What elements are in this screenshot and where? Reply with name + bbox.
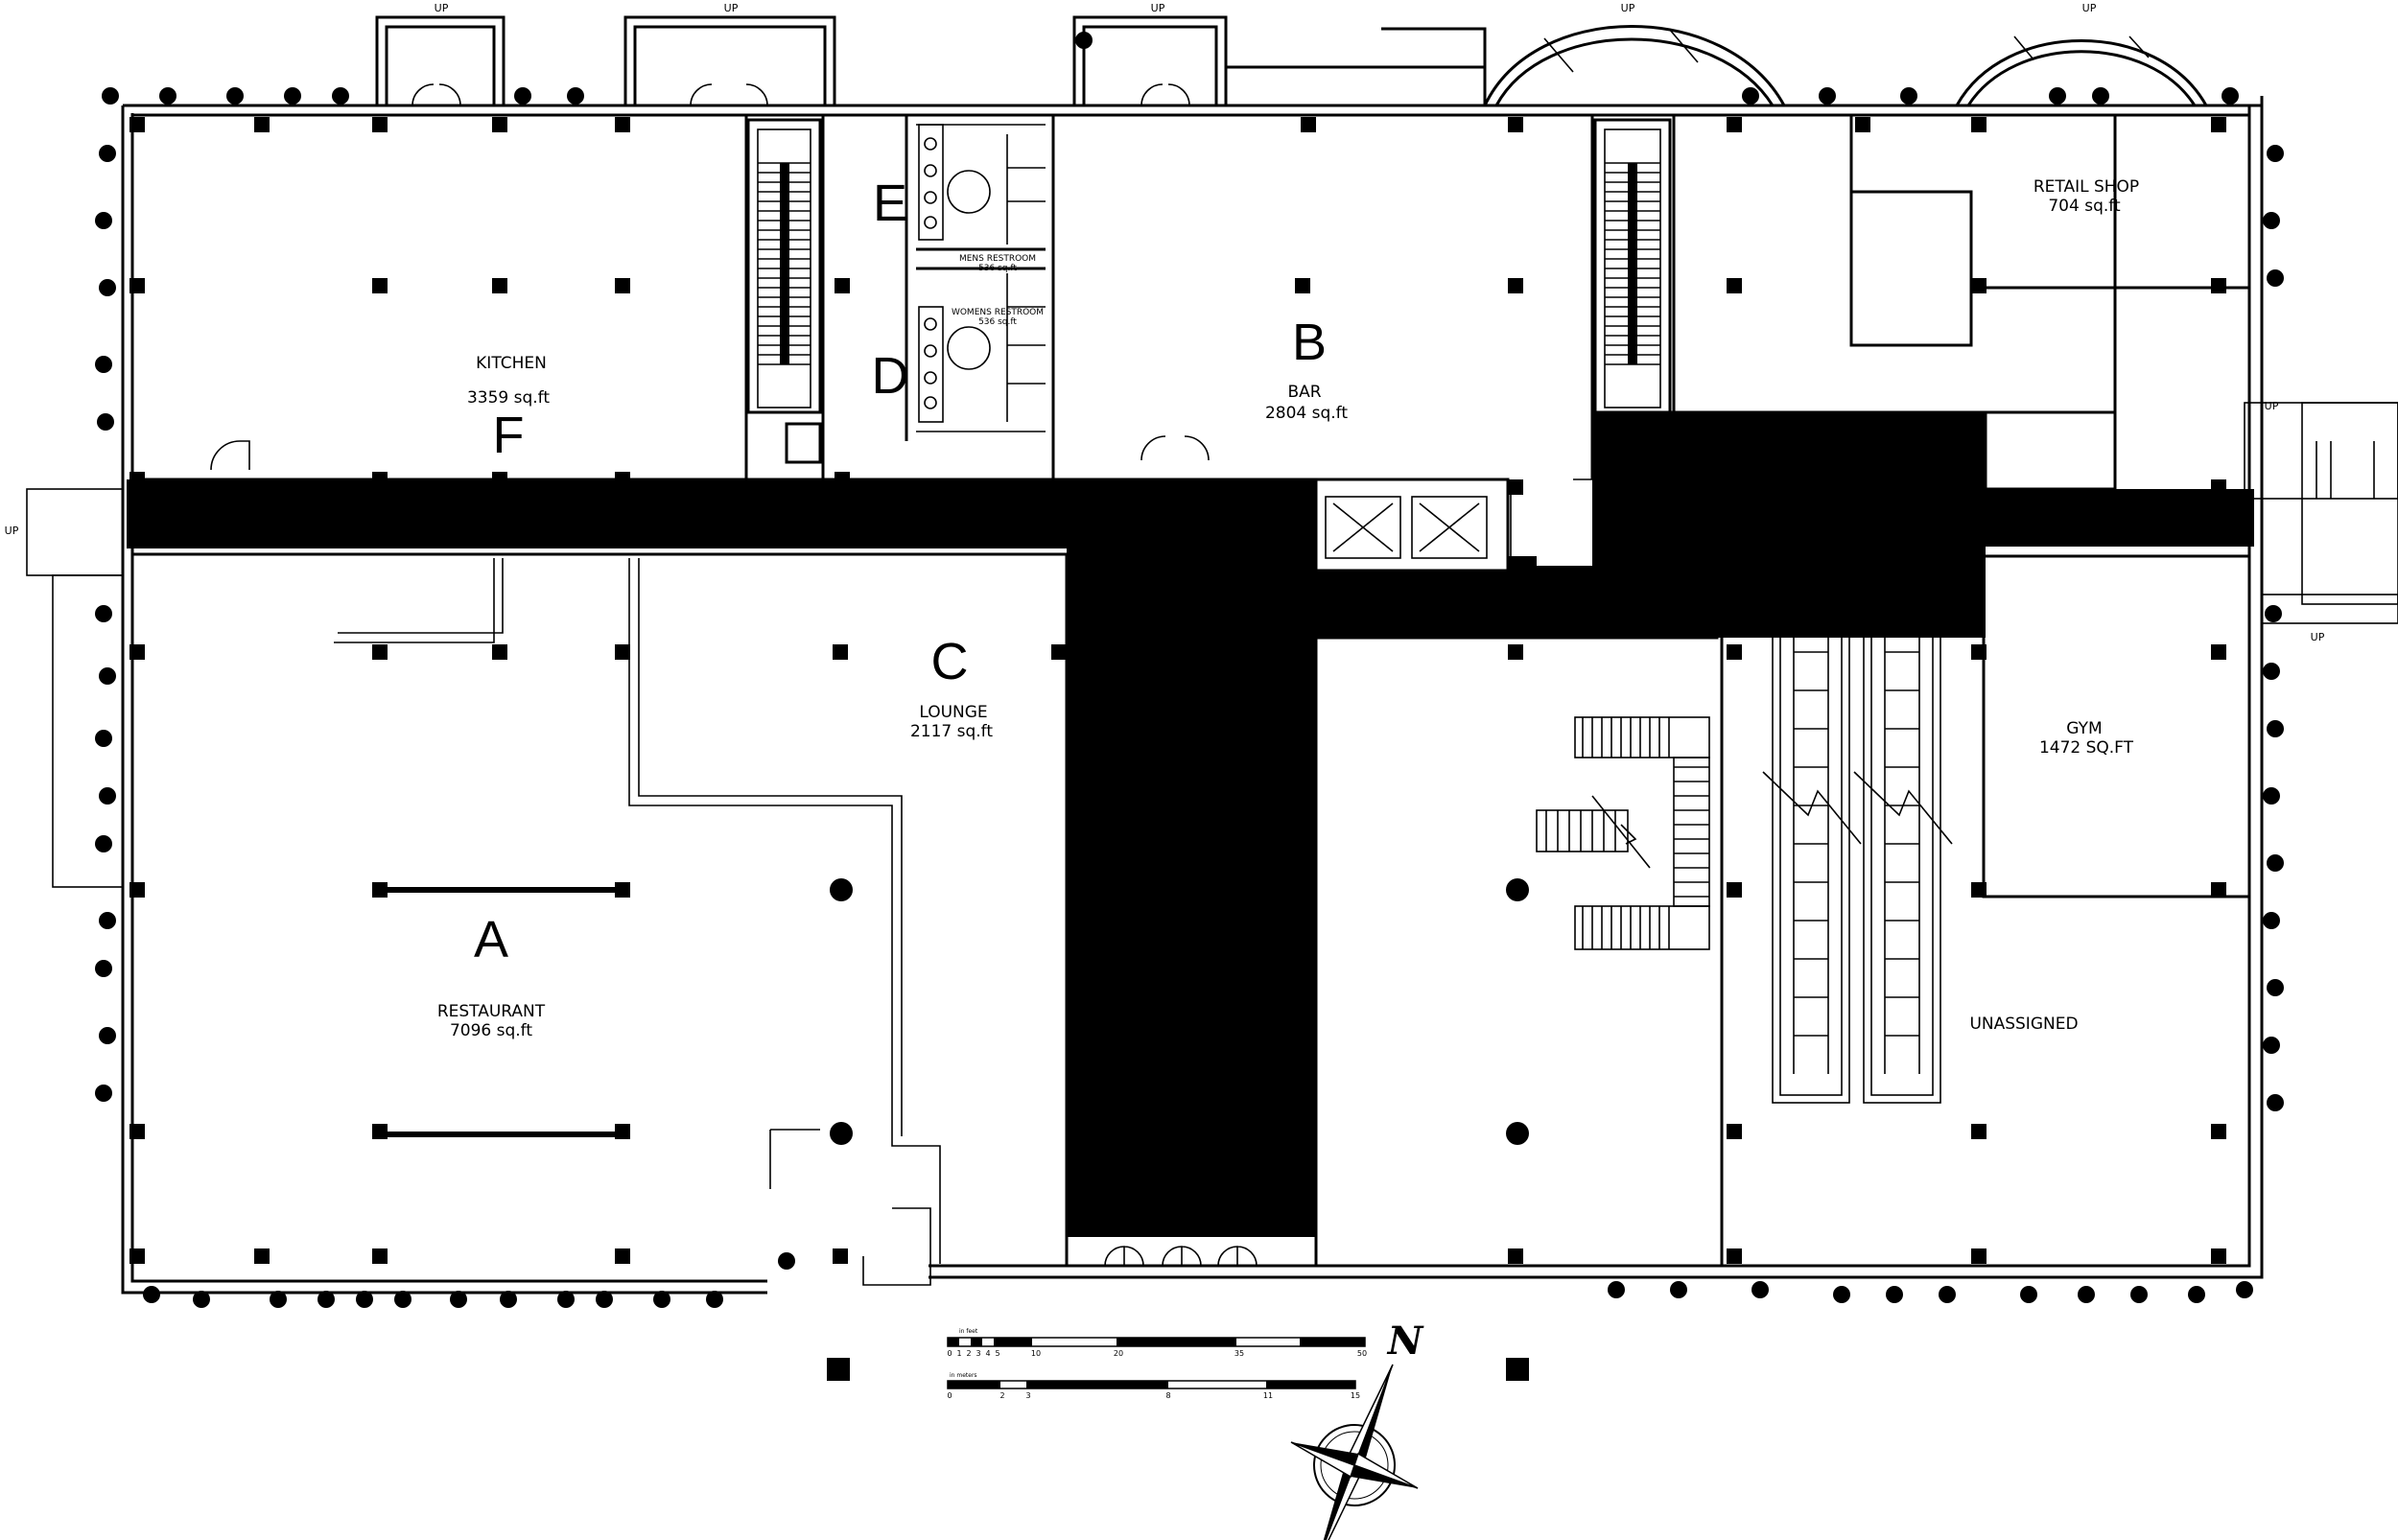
partitions [210, 435, 1210, 1137]
room-f-name: KITCHEN [476, 354, 547, 373]
up-labels: UP UP UP UP UP UP UP UP [5, 2, 2325, 643]
scale-feet-tick-6: 10 [1031, 1349, 1041, 1358]
room-d-name: WOMENS RESTROOM [952, 308, 1044, 317]
scale-feet-tick-2: 2 [966, 1349, 971, 1358]
top-vestibules [375, 15, 2208, 106]
planters [95, 32, 2284, 1308]
restroom-fixtures [918, 124, 1046, 423]
scale-feet-tick-7: 20 [1114, 1349, 1123, 1358]
scale-bar-feet: in feet 0 1 2 3 4 5 10 20 35 50 [947, 1328, 1367, 1358]
retail-shop-area: 704 sq.ft [2048, 197, 2121, 216]
retail-shop-name: RETAIL SHOP [2034, 177, 2139, 197]
scale-feet-tick-3: 3 [976, 1349, 980, 1358]
scale-meters-tick-1: 2 [999, 1391, 1004, 1400]
bottom-doors [1104, 1246, 1258, 1267]
escalators [1762, 546, 1953, 1104]
room-b-letter: B [1292, 314, 1327, 371]
room-e-letter: E [873, 175, 907, 232]
room-e-area: 536 sq.ft [978, 264, 1017, 273]
scale-feet-tick-4: 4 [985, 1349, 990, 1358]
room-a-name: RESTAURANT [437, 1002, 546, 1021]
room-a-area: 7096 sq.ft [450, 1021, 532, 1040]
up-label-6: UP [5, 525, 19, 537]
scale-feet-tick-8: 35 [1234, 1349, 1244, 1358]
scale-feet-tick-0: 0 [947, 1349, 952, 1358]
stair-left [746, 118, 822, 464]
room-b-area: 2804 sq.ft [1265, 404, 1348, 423]
room-labels: F KITCHEN 3359 sq.ft E MENS RESTROOM 536… [437, 175, 2139, 1040]
gym-area: 1472 SQ.FT [2039, 738, 2134, 758]
scale-meters-tick-0: 0 [947, 1391, 952, 1400]
scale-feet-label: in feet [959, 1328, 978, 1335]
scale-meters-tick-2: 3 [1025, 1391, 1030, 1400]
scale-meters-label: in meters [950, 1372, 977, 1379]
up-label-3: UP [1151, 2, 1165, 14]
scale-bar-meters: in meters 0 2 3 8 11 15 [947, 1372, 1360, 1400]
up-label-8: UP [2311, 631, 2325, 643]
up-label-2: UP [724, 2, 739, 14]
stair-right [1593, 118, 1672, 414]
scale-feet-tick-9: 50 [1357, 1349, 1367, 1358]
scale-feet-tick-5: 5 [995, 1349, 999, 1358]
scale-feet-tick-1: 1 [956, 1349, 961, 1358]
room-f-letter: F [493, 407, 525, 464]
room-f-area: 3359 sq.ft [467, 388, 550, 408]
scale-meters-tick-5: 15 [1351, 1391, 1360, 1400]
room-c-area: 2117 sq.ft [910, 722, 993, 741]
side-stairs [26, 402, 2398, 888]
up-label-7: UP [2265, 400, 2279, 412]
north-label: N [1386, 1318, 1424, 1364]
room-d-area: 536 sq.ft [978, 317, 1017, 327]
gym-name: GYM [2066, 719, 2102, 738]
room-d-letter: D [872, 347, 909, 405]
scale-meters-tick-4: 11 [1263, 1391, 1273, 1400]
unassigned-name: UNASSIGNED [1969, 1015, 2078, 1034]
room-a-letter: A [474, 911, 508, 968]
up-label-4: UP [1621, 2, 1635, 14]
scale-meters-tick-3: 8 [1165, 1391, 1170, 1400]
up-label-1: UP [435, 2, 449, 14]
room-c-letter: C [931, 633, 969, 690]
room-b-name: BAR [1287, 383, 1321, 402]
elevators [1314, 478, 1510, 572]
room-c-name: LOUNGE [919, 703, 987, 722]
room-e-name: MENS RESTROOM [959, 254, 1036, 264]
north-arrow-icon: N [1290, 1318, 1424, 1540]
stair-center [1536, 716, 1710, 950]
up-label-5: UP [2082, 2, 2097, 14]
corridors [127, 412, 2254, 1237]
